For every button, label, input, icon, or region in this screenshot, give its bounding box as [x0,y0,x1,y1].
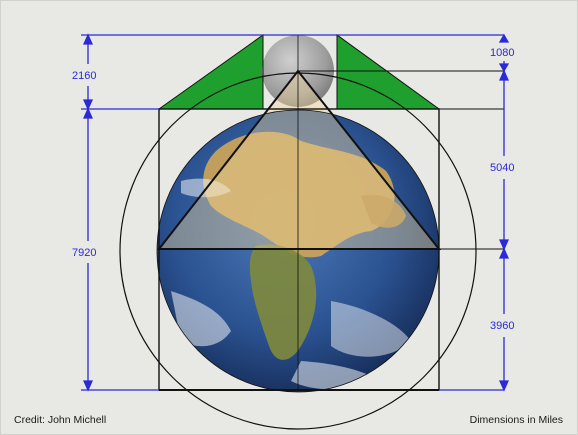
dimension-lines [81,33,510,392]
units-caption: Dimensions in Miles [469,414,563,426]
left-green-triangle [157,34,264,110]
credit-caption: Credit: John Michell [14,414,107,426]
dimension-label-right-upper: 5040 [490,162,514,174]
dimension-label-top-right: 1080 [490,47,514,59]
dimension-label-top-left: 2160 [72,70,96,82]
construction-lines [119,34,504,430]
dimension-label-left-main: 7920 [72,247,96,259]
dimension-label-right-lower: 3960 [490,320,514,332]
